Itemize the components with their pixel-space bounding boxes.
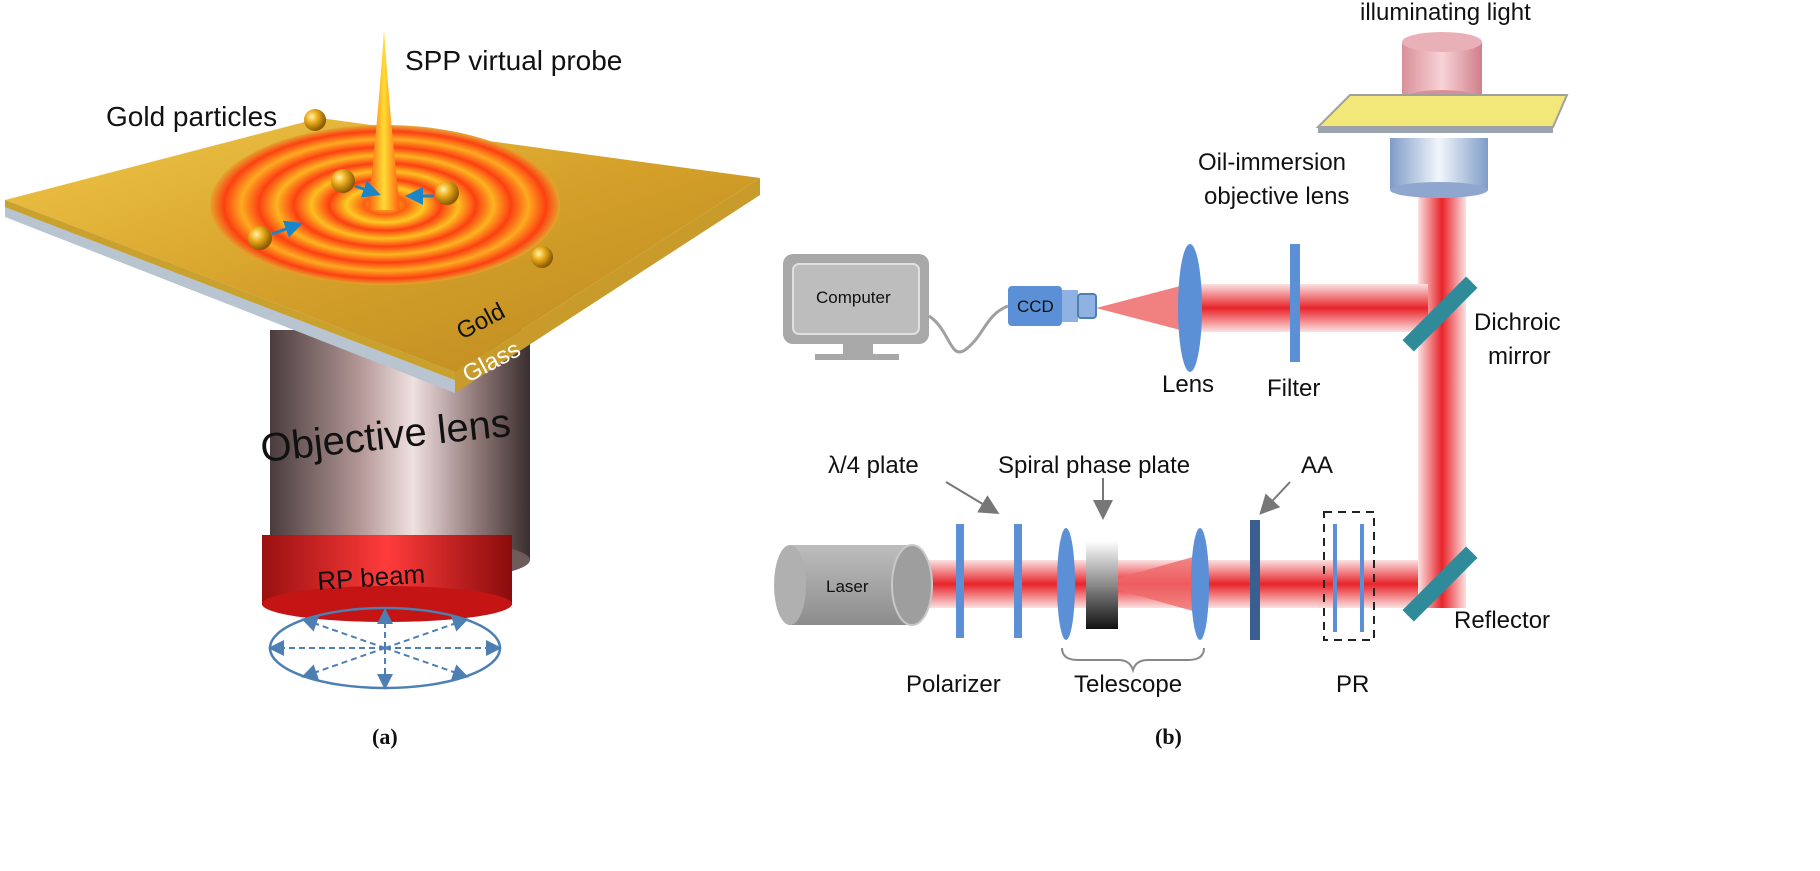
radial-polarization-diagram: [268, 606, 502, 690]
force-arrow: [271, 220, 303, 238]
pr-label: PR: [1336, 671, 1369, 698]
panel-b: illuminating light Oil-immersion objecti…: [774, 0, 1569, 749]
quarter-plate-label: λ/4 plate: [828, 452, 919, 479]
detection-lens: [1178, 244, 1202, 372]
aa-plate: [1250, 520, 1260, 640]
computer-label: Computer: [816, 288, 891, 307]
force-arrow: [354, 180, 381, 198]
quarter-wave-plate: [1014, 524, 1022, 638]
quarter-plate-pointer: [945, 481, 1000, 515]
computer-cable: [928, 304, 1009, 354]
reflector-mirror: [1402, 546, 1478, 622]
detection-beam-horizontal: [1188, 284, 1428, 332]
gold-particle: [331, 169, 355, 193]
gold-particle: [531, 246, 553, 268]
gold-particles-label: Gold particles: [106, 101, 277, 132]
telescope-label: Telescope: [1074, 671, 1182, 698]
beam-vertical: [1418, 196, 1466, 608]
lens-label: Lens: [1162, 371, 1214, 398]
telescope-brace: [1061, 647, 1205, 674]
dichroic-label-line1: Dichroic: [1474, 309, 1561, 336]
spiral-phase-plate: [1086, 541, 1118, 629]
reflector-label: Reflector: [1454, 607, 1550, 634]
oil-immersion-label-line1: Oil-immersion: [1198, 149, 1346, 176]
panel-a: SPP virtual probe Gold particles Gold Gl…: [5, 30, 760, 749]
oil-immersion-objective: [1390, 138, 1488, 198]
gold-particle: [248, 226, 272, 250]
sample-slide-edge: [1318, 127, 1553, 133]
spiral-phase-plate-label: Spiral phase plate: [998, 452, 1190, 479]
polarizer-plate: [956, 524, 964, 638]
emission-filter: [1290, 244, 1300, 362]
ccd-label: CCD: [1017, 297, 1054, 316]
lens-focus-cone: [1096, 284, 1188, 332]
caption-a: (a): [372, 724, 398, 749]
telescope-beam-expansion: [1118, 555, 1200, 613]
telescope-lens-2: [1191, 528, 1209, 640]
oil-immersion-label-line2: objective lens: [1204, 183, 1349, 210]
sample-slide: [1315, 94, 1569, 128]
gold-particle: [435, 181, 459, 205]
gold-particle: [304, 109, 326, 131]
filter-label: Filter: [1267, 375, 1320, 402]
computer-monitor: [783, 254, 929, 360]
laser-source: [774, 544, 933, 626]
caption-b: (b): [1155, 724, 1182, 749]
aa-pointer: [1259, 481, 1291, 515]
dichroic-mirror: [1402, 276, 1478, 352]
polarizer-label: Polarizer: [906, 671, 1001, 698]
telescope-lens-1: [1057, 528, 1075, 640]
spp-virtual-probe-label: SPP virtual probe: [405, 45, 622, 76]
laser-label: Laser: [826, 577, 869, 596]
ccd-camera: [1008, 286, 1097, 326]
aa-label: AA: [1301, 452, 1333, 479]
spp-virtual-probe-spike: [368, 30, 400, 210]
dichroic-label-line2: mirror: [1488, 343, 1551, 370]
illuminating-light-label: illuminating light: [1360, 0, 1531, 26]
polarization-rotator: [1323, 511, 1375, 641]
